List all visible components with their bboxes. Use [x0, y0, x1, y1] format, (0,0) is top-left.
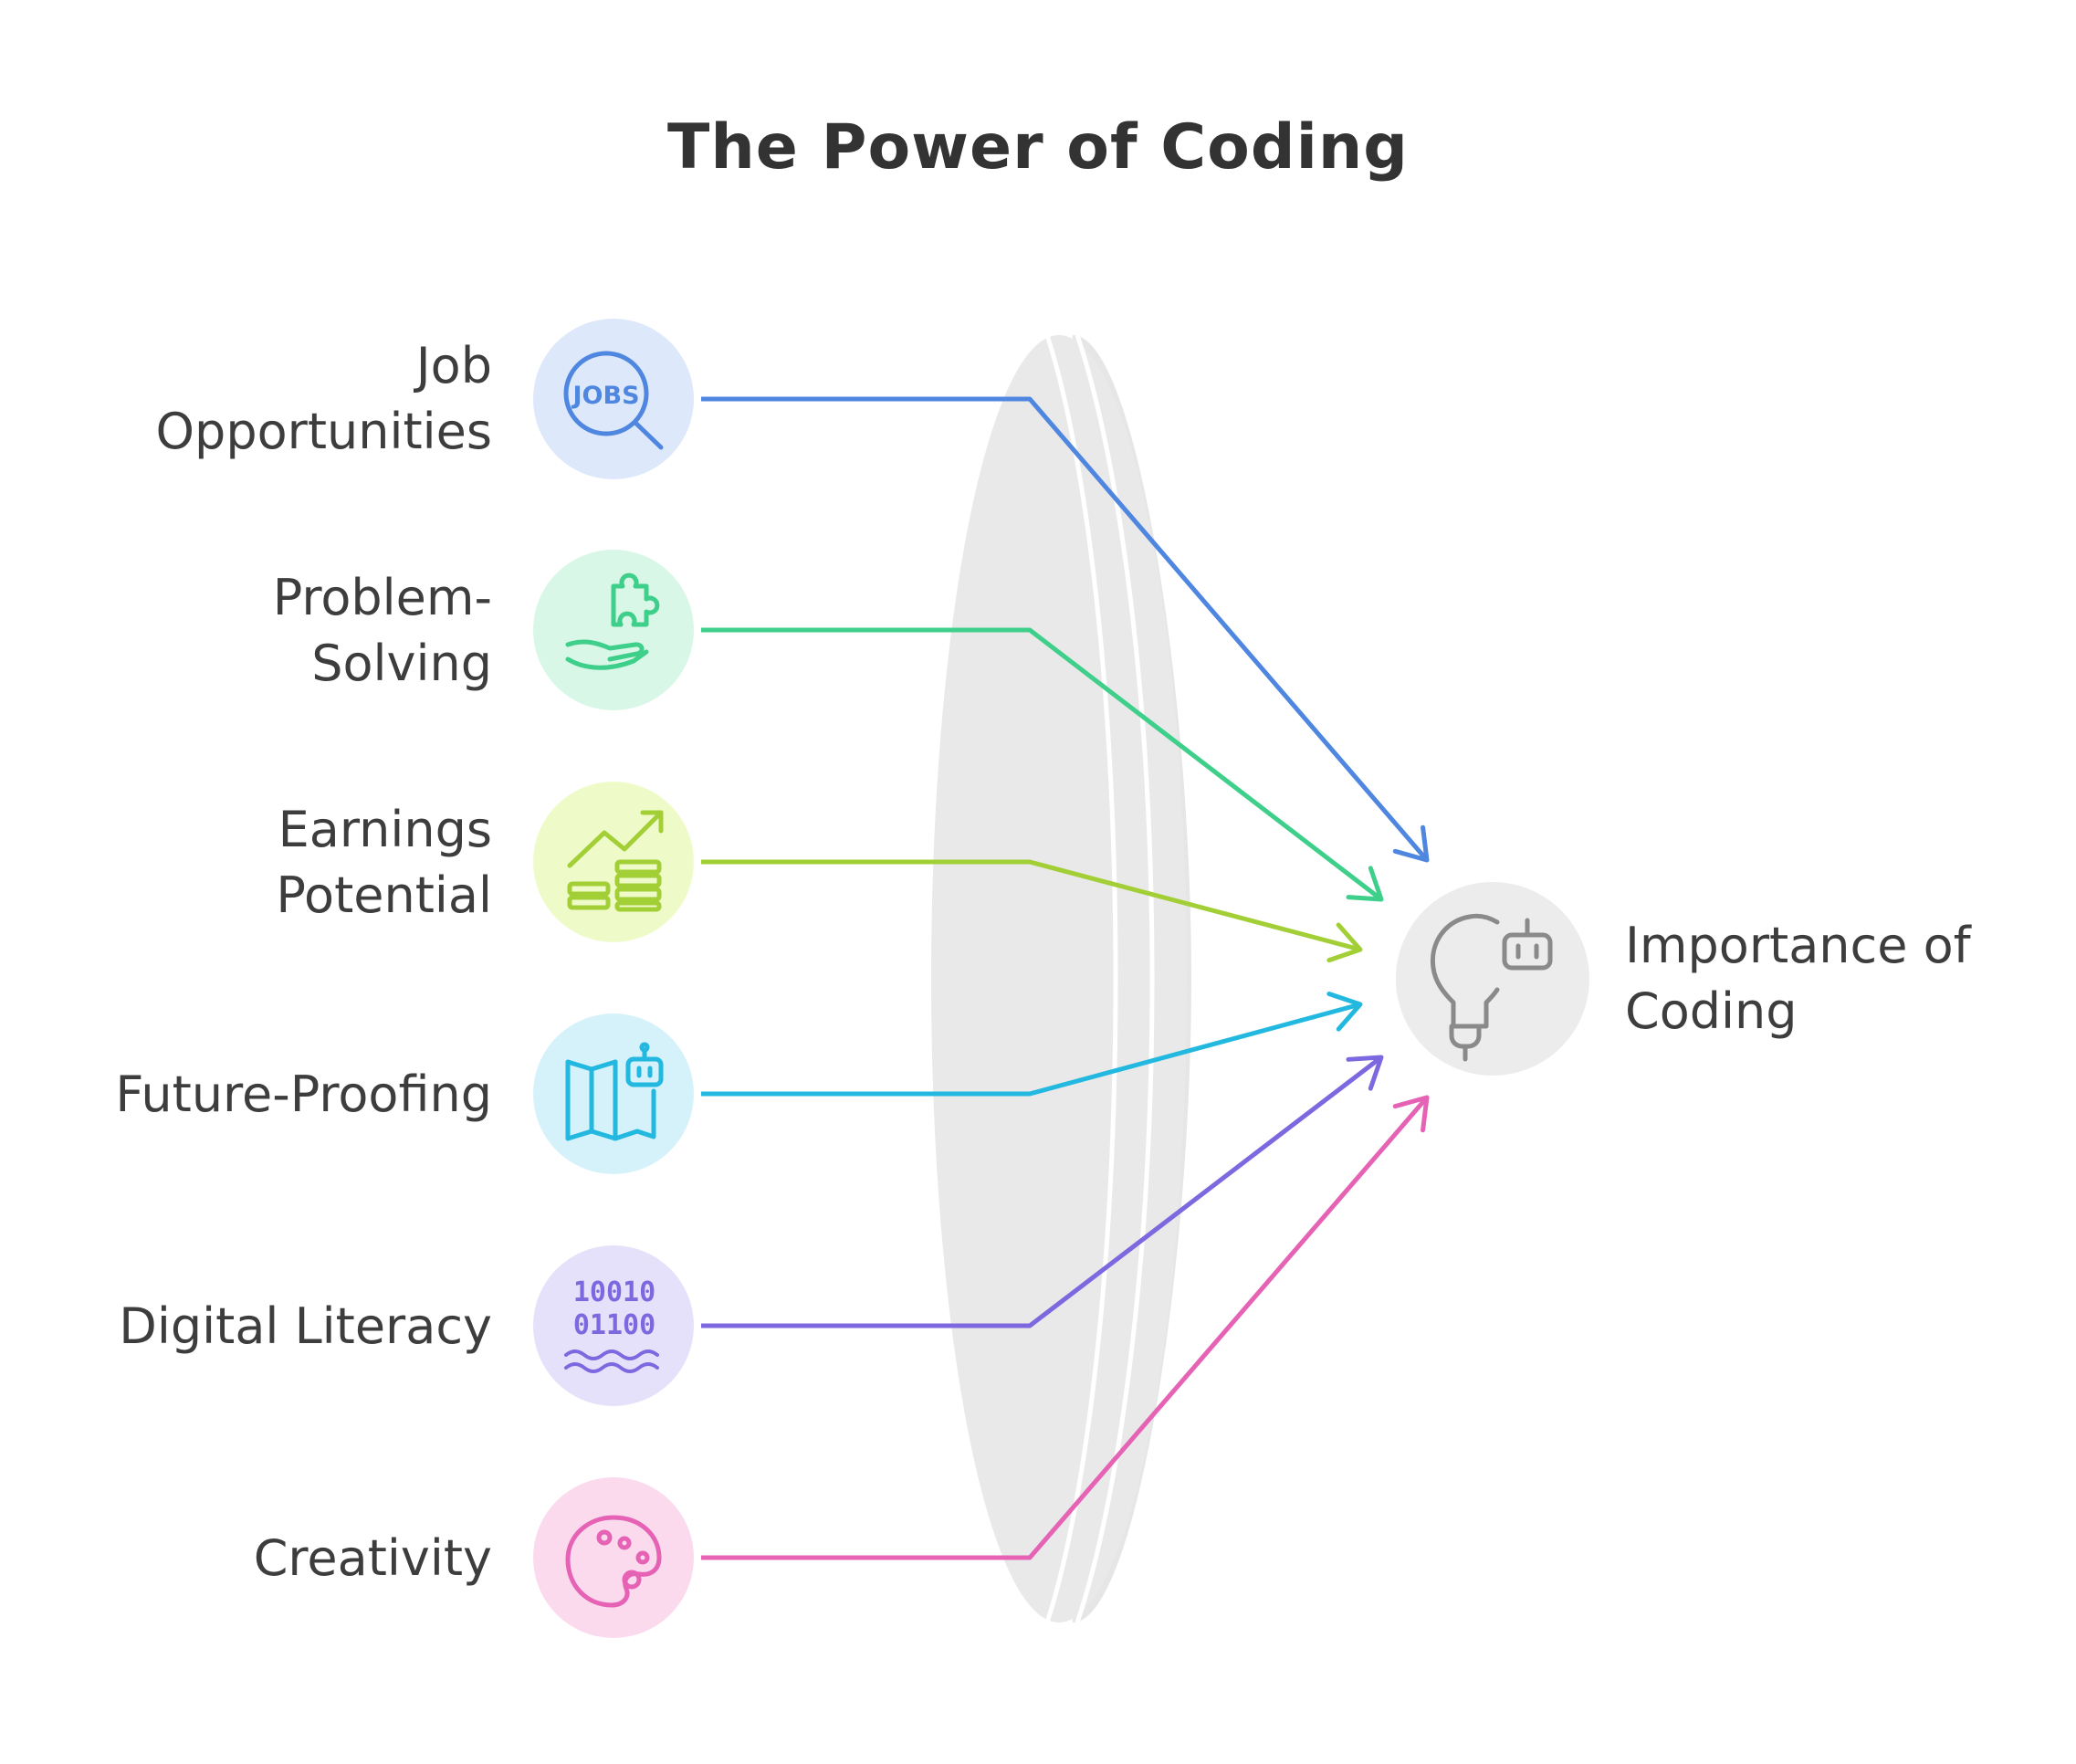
connector-lines	[701, 396, 1430, 1560]
arrowhead	[1392, 1095, 1430, 1133]
connector-arrow	[701, 1096, 1429, 1560]
arrowhead	[1346, 866, 1384, 902]
label-line: Creativity	[253, 1529, 492, 1587]
growth-coins-icon	[567, 810, 664, 912]
source-node-job-opportunities: JOBS	[533, 319, 694, 479]
source-node-problem-solving	[533, 550, 694, 710]
arrowhead	[1346, 1055, 1384, 1091]
source-node-future-proofing	[533, 1013, 694, 1174]
jobs-search-icon: JOBS	[563, 351, 664, 450]
source-label-earnings-potential: Earnings Potential	[276, 797, 492, 929]
jobs-icon-text: JOBS	[571, 382, 639, 410]
binary-line-1: 10010	[573, 1276, 655, 1308]
label-line: Solving	[311, 635, 492, 692]
palette-icon	[565, 1515, 662, 1608]
arrowhead	[1326, 922, 1363, 963]
source-label-problem-solving: Problem- Solving	[273, 565, 492, 697]
source-label-creativity: Creativity	[254, 1526, 492, 1591]
target-label: Importance of Coding	[1625, 913, 1971, 1045]
map-robot-icon	[565, 1042, 664, 1141]
source-node-creativity	[533, 1477, 694, 1638]
lightbulb-robot-icon	[1430, 913, 1553, 1062]
binary-code-icon: 10010 01100	[564, 1276, 659, 1373]
connector-arrow	[701, 1002, 1361, 1097]
label-line: Potential	[276, 866, 492, 924]
label-line: Digital Literacy	[119, 1297, 492, 1355]
arrowhead	[1392, 824, 1430, 863]
label-line: Future-Proofing	[115, 1066, 492, 1123]
label-line: Coding	[1625, 982, 1798, 1040]
connector-arrow	[701, 859, 1361, 952]
diagram-title: The Power of Coding	[667, 111, 1409, 184]
focus-lens	[931, 334, 1191, 1623]
label-line: Opportunities	[155, 403, 492, 460]
arrowhead	[1326, 992, 1363, 1032]
connector-arrow	[701, 1055, 1383, 1328]
puzzle-hand-icon	[565, 572, 660, 670]
connector-arrow	[701, 396, 1429, 862]
label-line: Job	[415, 337, 492, 394]
label-line: Earnings	[278, 801, 492, 858]
connector-arrow	[701, 627, 1383, 901]
label-line: Importance of	[1625, 917, 1971, 974]
source-node-digital-literacy: 10010 01100	[533, 1245, 694, 1406]
source-label-job-opportunities: Job Opportunities	[156, 333, 492, 465]
source-label-digital-literacy: Digital Literacy	[119, 1294, 492, 1360]
source-node-earnings-potential	[533, 782, 694, 942]
target-node-importance-of-coding	[1396, 882, 1589, 1076]
label-line: Problem-	[272, 569, 492, 626]
binary-line-2: 01100	[573, 1309, 655, 1341]
source-label-future-proofing: Future-Proofing	[115, 1062, 492, 1128]
